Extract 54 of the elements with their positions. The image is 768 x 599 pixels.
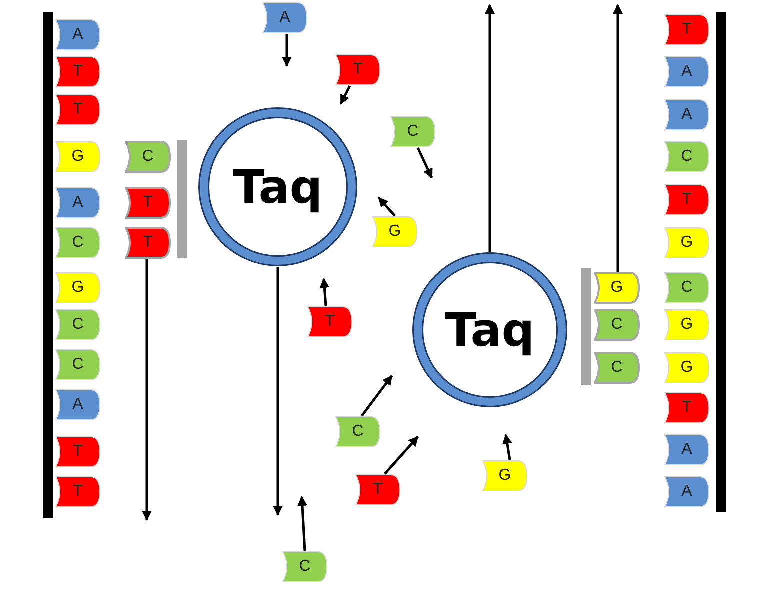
arrow [416, 147, 434, 179]
nucleotide-tile: G [664, 309, 710, 341]
nucleotide-tile: G [664, 352, 710, 384]
nucleotide-tile: C [125, 141, 171, 173]
nucleotide-tile: A [664, 99, 710, 131]
nucleotide-tile: C [390, 116, 436, 148]
nucleotide-tile: T [55, 476, 101, 508]
nucleotide-tile: A [55, 19, 101, 51]
nucleotide-tile: C [55, 309, 101, 341]
nucleotide-tile: T [55, 56, 101, 88]
nucleotide-tile: T [55, 94, 101, 126]
nucleotide-tile: G [482, 460, 528, 492]
nucleotide-tile: T [307, 306, 353, 338]
nucleotide-tile: T [664, 184, 710, 216]
nucleotide-tile: C [594, 352, 640, 384]
nucleotide-tile: A [55, 389, 101, 421]
nucleotide-tile: C [55, 227, 101, 259]
arrow [613, 4, 623, 272]
nucleotide-tile: T [335, 54, 381, 86]
nucleotide-tile: C [594, 309, 640, 341]
nucleotide-tile: T [664, 392, 710, 424]
enzyme-circle: Taq [412, 252, 568, 408]
enzyme-circle: Taq [198, 107, 358, 267]
nucleotide-tile: A [664, 476, 710, 508]
arrow [282, 34, 292, 67]
nucleotide-tile: C [55, 349, 101, 381]
nucleotide-tile: T [125, 227, 171, 259]
nucleotide-tile: T [664, 14, 710, 46]
arrow [320, 278, 330, 306]
nucleotide-tile: A [262, 2, 308, 34]
nucleotide-tile: G [664, 227, 710, 259]
arrow [340, 85, 352, 105]
arrow [384, 436, 419, 475]
nucleotide-tile: C [335, 416, 381, 448]
nucleotide-tile: C [282, 551, 328, 583]
arrow [142, 259, 152, 521]
arrow [378, 197, 396, 217]
nucleotide-tile: T [355, 474, 401, 506]
nucleotide-tile: T [125, 187, 171, 219]
nucleotide-tile: A [664, 434, 710, 466]
arrow [485, 4, 495, 252]
arrow [298, 496, 308, 552]
nucleotide-tile: G [55, 272, 101, 304]
nucleotide-tile: G [372, 216, 418, 248]
nucleotide-tile: A [55, 187, 101, 219]
nucleotide-tile: T [55, 436, 101, 468]
nucleotide-tile: C [664, 272, 710, 304]
nucleotide-tile: G [594, 272, 640, 304]
arrow [273, 267, 283, 516]
arrow [361, 375, 393, 417]
arrow [502, 434, 512, 460]
nucleotide-tile: A [664, 56, 710, 88]
nucleotide-tile: C [664, 141, 710, 173]
nucleotide-tile: G [55, 141, 101, 173]
